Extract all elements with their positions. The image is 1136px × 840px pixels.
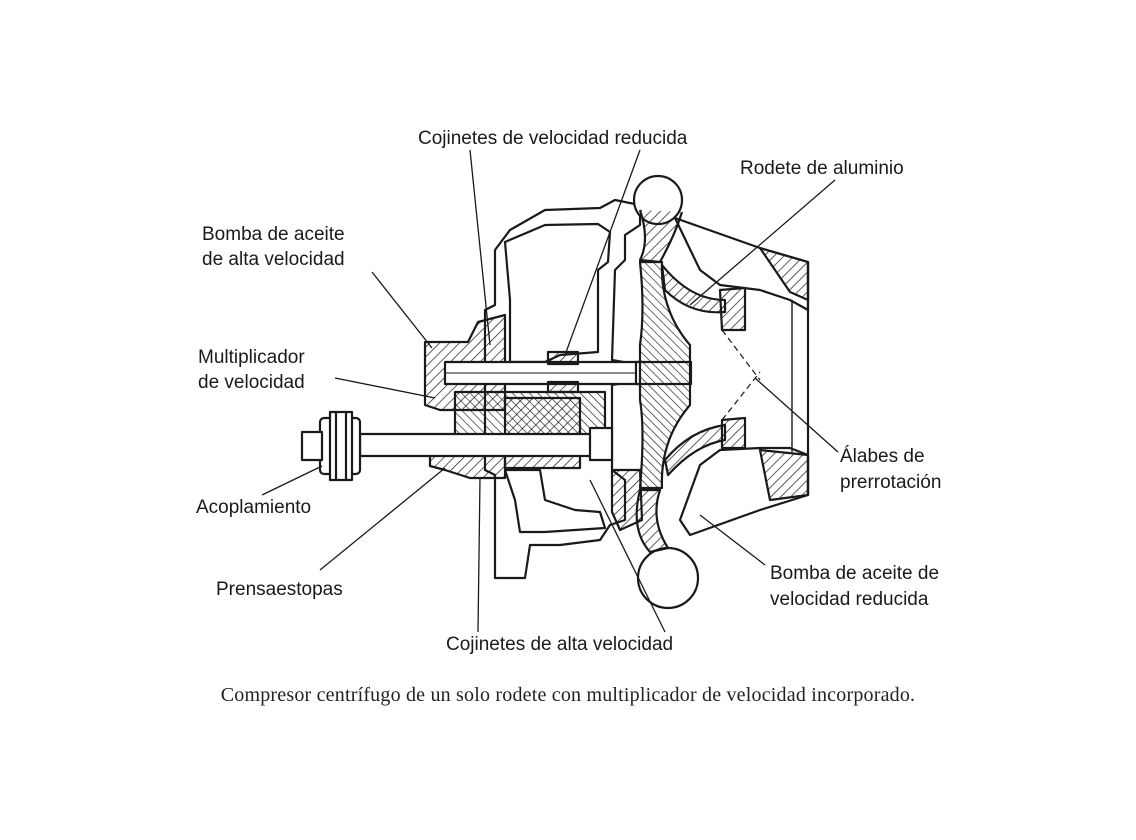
leader-bomba-reducida: [699, 514, 766, 566]
label-bomba-aceite-alta-1: Bomba de aceite: [202, 224, 345, 245]
prerotation-vane-top: [718, 286, 747, 332]
leader-acoplamiento: [261, 465, 323, 496]
label-bomba-aceite-alta-2: de alta velocidad: [202, 249, 345, 270]
housing-inner-lower: [503, 468, 607, 534]
label-alabes-1: Álabes de: [840, 446, 925, 467]
label-acoplamiento: Acoplamiento: [196, 497, 312, 518]
bearing-reduced-2: [546, 380, 580, 394]
bearing-reduced-1: [546, 350, 580, 366]
label-prensaestopas: Prensaestopas: [216, 579, 343, 600]
prerotation-vane-bottom: [720, 416, 747, 450]
label-multiplicador-2: de velocidad: [198, 372, 305, 393]
label-bomba-reducida-1: Bomba de aceite de: [770, 563, 940, 584]
leader-alabes: [754, 377, 839, 453]
leader-bomba-alta: [371, 271, 433, 349]
leader-rodete: [689, 179, 836, 306]
impeller-blade-bottom: [663, 423, 727, 477]
input-shaft: [358, 432, 612, 458]
input-shaft-collar: [588, 426, 614, 462]
coupling-flange: [328, 410, 354, 482]
leader-prensaestopas: [319, 467, 446, 571]
leader-cojinetes-reducida-2: [469, 149, 491, 346]
leader-cojinetes-reducida: [564, 149, 641, 356]
label-cojinetes-velocidad-reducida: Cojinetes de velocidad reducida: [418, 128, 688, 149]
label-alabes-2: prerrotación: [840, 472, 942, 493]
label-multiplicador-1: Multiplicador: [198, 347, 305, 368]
leader-multiplicador: [334, 377, 436, 399]
reduced-oil-pump: [610, 468, 644, 532]
label-bomba-reducida-2: velocidad reducida: [770, 589, 929, 610]
coupling-stub: [300, 430, 324, 462]
label-cojinetes-alta: Cojinetes de alta velocidad: [446, 634, 674, 655]
inlet-cone-bottom-hatch: [758, 448, 810, 502]
impeller-disc: [638, 260, 692, 490]
impeller-blade-top: [660, 263, 727, 314]
housing-inner-wall: [503, 222, 612, 364]
label-rodete-aluminio: Rodete de aluminio: [740, 158, 904, 179]
volute-bottom: [636, 546, 700, 610]
leader-cojinetes-alta-1: [477, 477, 481, 633]
leader-cojinetes-alta-2: [589, 479, 666, 633]
figure-caption: Compresor centrífugo de un solo rodete c…: [220, 684, 916, 706]
